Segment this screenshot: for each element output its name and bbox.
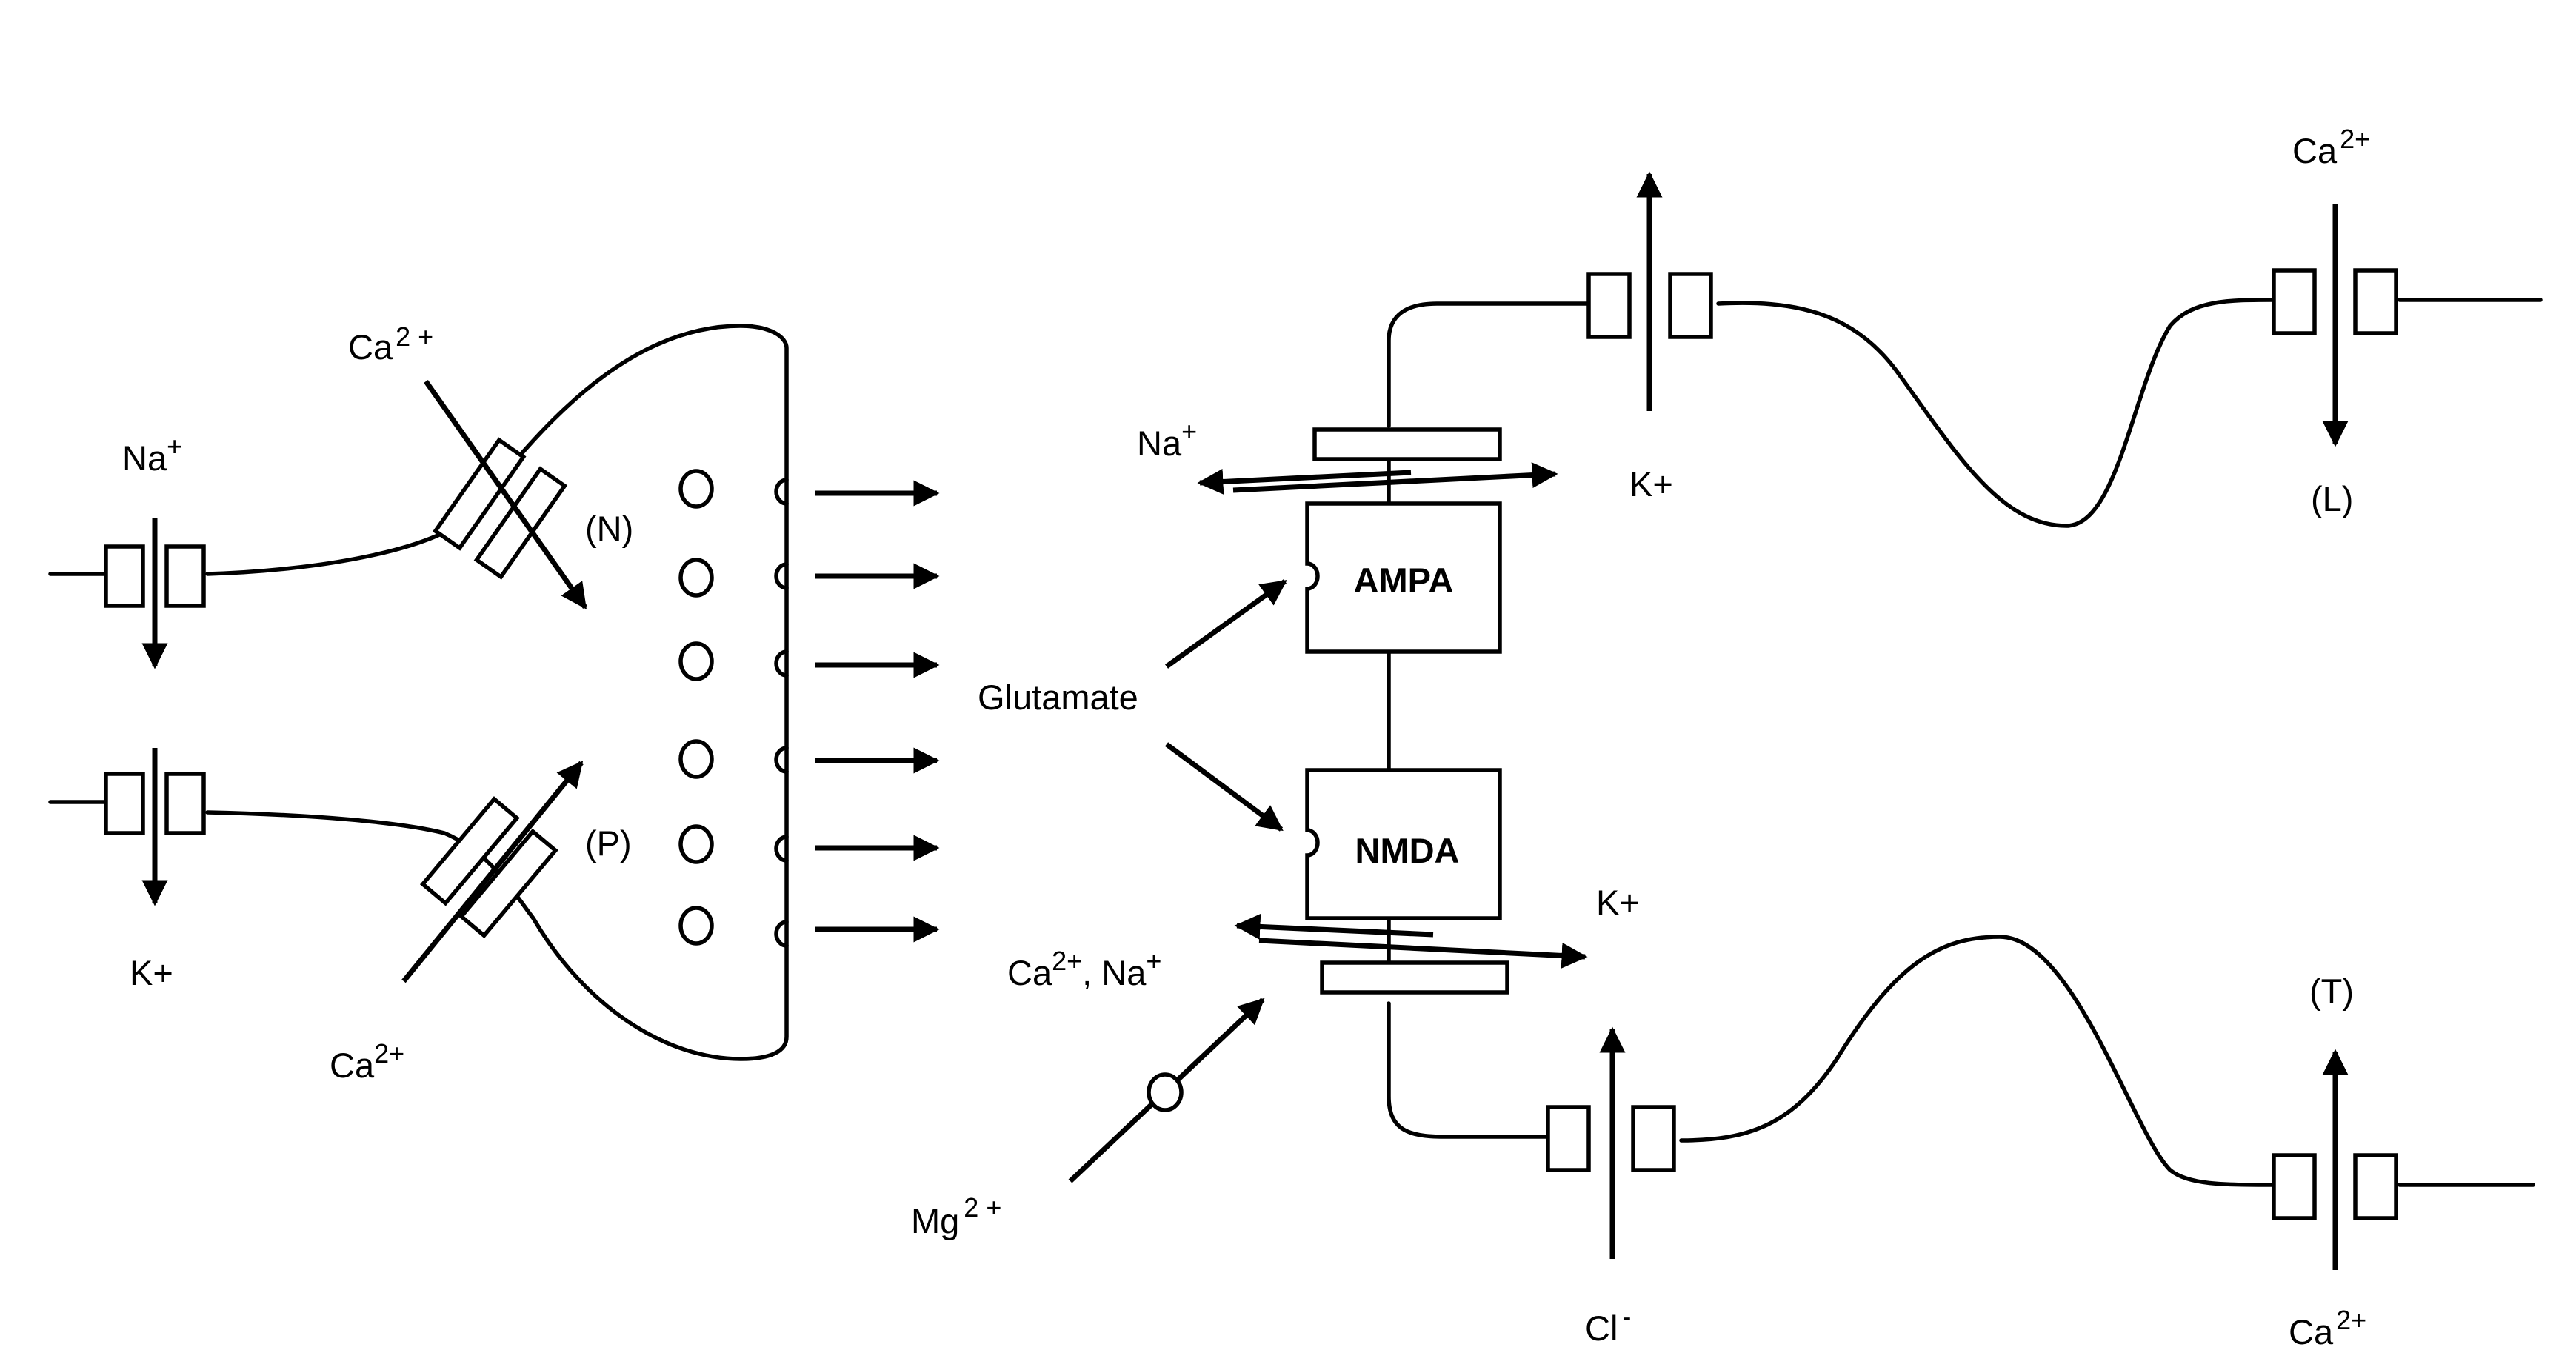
n-type-label: (N) <box>585 509 633 548</box>
glutamate-release-arrows <box>815 480 940 943</box>
ca-channel-n-type <box>433 437 568 580</box>
p-type-label: (P) <box>585 823 632 863</box>
ampa-label: AMPA <box>1354 561 1454 600</box>
ca-label-bottom-left: Ca2+ <box>330 1038 404 1085</box>
release-sites <box>774 478 789 948</box>
k-channel-left <box>104 748 206 906</box>
synaptic-vesicles <box>678 469 714 946</box>
k-channel-postsynaptic <box>1586 171 1713 411</box>
k-label-nmda: K+ <box>1596 883 1640 922</box>
nmda-ion-flow <box>1234 913 1588 969</box>
ca-influx-arrow-p <box>401 761 584 983</box>
vesicle <box>678 824 714 864</box>
na-label-left: Na+ <box>122 431 182 478</box>
ca-channel-t-type <box>2272 1049 2398 1270</box>
ca-channel-l-type <box>2272 204 2398 447</box>
mg-ion <box>1147 1072 1184 1112</box>
presynaptic-membrane <box>48 324 789 1061</box>
postsynaptic-membrane: AMPA NMDA <box>1068 171 2543 1270</box>
ca-na-label-nmda: Ca2+, Na+ <box>1007 946 1161 992</box>
cl-channel <box>1546 1026 1676 1259</box>
glutamate-label: Glutamate <box>978 678 1138 717</box>
na-channel <box>104 518 206 669</box>
ampa-receptor: AMPA <box>1305 427 1502 654</box>
ca-channel-p-type <box>419 796 558 939</box>
glutamate-binding-arrows <box>1164 579 1287 832</box>
k-label-ampa: K+ <box>1629 464 1673 504</box>
na-label-ampa: Na+ <box>1137 416 1197 463</box>
nmda-receptor: NMDA <box>1305 768 1509 995</box>
vesicle <box>678 558 714 598</box>
vesicle <box>678 641 714 681</box>
l-type-label: (L) <box>2311 479 2353 518</box>
mg-block-arrow <box>1068 998 1265 1183</box>
k-label-left: K+ <box>130 953 173 992</box>
t-type-label: (T) <box>2309 972 2354 1011</box>
vesicle <box>678 469 714 509</box>
cl-label: Cl- <box>1585 1301 1631 1348</box>
vesicle <box>678 739 714 779</box>
presynaptic-terminal <box>48 324 940 1061</box>
ca-influx-arrow-n <box>424 379 587 609</box>
vesicle <box>678 906 714 946</box>
ampa-ion-flow <box>1197 462 1558 495</box>
nmda-label: NMDA <box>1355 831 1460 870</box>
